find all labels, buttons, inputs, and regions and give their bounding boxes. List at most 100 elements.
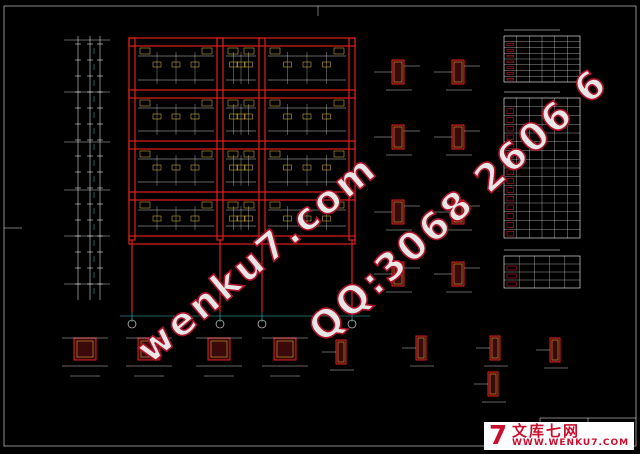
section-label — [243, 99, 255, 107]
rebar-tag — [283, 61, 292, 68]
rebar-table-middle-sample — [506, 222, 514, 228]
column-section-rebar — [453, 201, 463, 223]
beam-section-rebar — [417, 337, 425, 359]
rebar-tag — [322, 164, 331, 171]
rebar-tag — [244, 113, 253, 120]
beam-section — [489, 335, 501, 361]
sheet-border — [3, 5, 637, 447]
rebar-table-top-sample — [506, 49, 514, 52]
rebar-tag — [244, 215, 253, 222]
foundation-section — [273, 337, 297, 361]
column-section-rebar — [393, 201, 403, 223]
brand-mark-icon: 7 — [488, 421, 508, 451]
section-label — [243, 150, 255, 158]
rebar-table-bottom-sample — [506, 281, 517, 287]
section-label — [269, 201, 281, 209]
rebar-tag — [190, 215, 200, 222]
section-label — [227, 47, 239, 55]
frame-beam — [128, 235, 356, 245]
rebar-tag — [302, 164, 312, 171]
brand-logo[interactable]: 7 文库七网 WWW.WENKU7.COM — [484, 422, 634, 450]
section-label — [269, 99, 281, 107]
rebar-table-middle-sample — [506, 161, 514, 167]
rebar-tag — [229, 164, 238, 171]
rebar-table-bottom-sample — [506, 265, 517, 271]
rebar-table-top-sample — [506, 55, 514, 58]
rebar-tag — [302, 113, 312, 120]
axis-bubble — [257, 319, 267, 329]
section-label — [139, 201, 151, 209]
foundation-section — [73, 337, 97, 361]
section-label — [243, 201, 255, 209]
rebar-tag — [236, 215, 246, 222]
axis-bubble — [347, 319, 357, 329]
rebar-tag — [322, 215, 331, 222]
rebar-table-middle-sample — [506, 187, 514, 193]
beam-section-rebar — [337, 341, 345, 363]
rebar-tag — [244, 61, 253, 68]
beam-section-rebar — [551, 339, 559, 361]
rebar-table-middle-sample — [506, 204, 514, 210]
column-section-rebar — [393, 263, 403, 285]
rebar-tag — [229, 215, 238, 222]
rebar-table-middle-sample — [506, 126, 514, 132]
section-label — [139, 47, 151, 55]
frame-beam — [128, 89, 356, 99]
column-section-rebar — [393, 126, 403, 148]
section-label — [227, 99, 239, 107]
rebar-table-top-sample — [506, 66, 514, 69]
rebar-table-middle-sample — [506, 117, 514, 123]
rebar-tag — [244, 164, 253, 171]
section-label — [227, 201, 239, 209]
column-section-rebar — [453, 126, 463, 148]
section-label — [269, 150, 281, 158]
rebar-tag — [236, 61, 246, 68]
rebar-tag — [229, 61, 238, 68]
rebar-tag — [283, 215, 292, 222]
rebar-tag — [190, 164, 200, 171]
rebar-table-top-sample — [506, 78, 514, 81]
beam-section — [415, 335, 427, 361]
foundation-section-rebar — [210, 340, 228, 358]
rebar-tag — [190, 113, 200, 120]
section-label — [333, 201, 345, 209]
beam-section — [487, 371, 499, 397]
section-label — [139, 150, 151, 158]
rebar-tag — [152, 215, 162, 222]
rebar-table-middle-sample — [506, 231, 514, 237]
section-label — [333, 47, 345, 55]
rebar-tag — [171, 164, 181, 171]
frame-beam — [128, 191, 356, 201]
rebar-table-middle-sample — [506, 213, 514, 219]
rebar-table-middle-sample — [506, 108, 514, 114]
brand-text: 文库七网 WWW.WENKU7.COM — [512, 424, 629, 448]
section-label — [333, 150, 345, 158]
axis-bubble — [127, 319, 137, 329]
beam-section — [549, 337, 561, 363]
brand-name-en: WWW.WENKU7.COM — [512, 438, 630, 448]
rebar-table-middle-sample — [506, 143, 514, 149]
rebar-tag — [190, 61, 200, 68]
rebar-tag — [171, 113, 181, 120]
rebar-tag — [171, 215, 181, 222]
rebar-table-top-sample — [506, 60, 514, 63]
rebar-tag — [236, 113, 246, 120]
foundation-section-rebar — [140, 340, 158, 358]
rebar-table-middle-sample — [506, 152, 514, 158]
rebar-table-top-sample — [506, 43, 514, 46]
rebar-tag — [152, 164, 162, 171]
rebar-tag — [283, 113, 292, 120]
rebar-tag — [171, 61, 181, 68]
rebar-tag — [152, 61, 162, 68]
beam-section — [335, 339, 347, 365]
section-label — [139, 99, 151, 107]
section-label — [201, 150, 213, 158]
section-label — [333, 99, 345, 107]
beam-section-rebar — [489, 373, 497, 395]
frame-column — [348, 37, 356, 241]
rebar-table-middle-sample — [506, 178, 514, 184]
brand-name-cn: 文库七网 — [512, 422, 581, 440]
section-label — [269, 47, 281, 55]
rebar-tag — [302, 215, 312, 222]
axis-bubble — [215, 319, 225, 329]
